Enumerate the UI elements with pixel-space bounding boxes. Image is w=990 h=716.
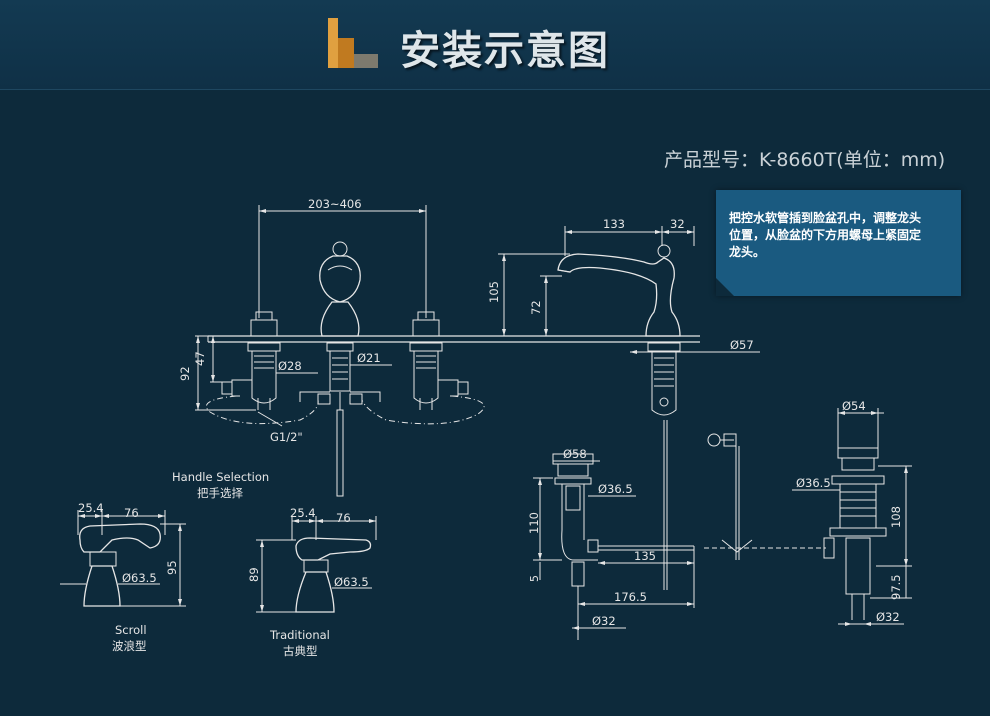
header-divider	[0, 89, 990, 90]
scroll-name-en: Scroll	[115, 623, 147, 637]
popup-dim-dia-32: Ø32	[876, 610, 900, 624]
model-label: 产品型号：K-8660T(单位：mm)	[664, 149, 946, 171]
dim-dia-28: Ø28	[278, 359, 302, 373]
scroll-dim-h: 95	[165, 560, 179, 575]
logo-icon	[328, 18, 378, 68]
note-line-2: 位置，从脸盆的下方用螺母上紧固定	[729, 228, 922, 242]
traditional-name-en: Traditional	[269, 628, 330, 642]
faucet-front-view: 203~406	[178, 197, 700, 497]
traditional-handle: 25.4 76 Ø63.5 89 Traditional 古典型	[247, 506, 377, 658]
right-hose	[361, 395, 485, 425]
handle-selection: Handle Selection 把手选择 25.4 76 Ø63.5	[60, 470, 377, 658]
drain-dim-5: 5	[528, 575, 541, 582]
dim-spout-base: 32	[670, 217, 685, 231]
dim-spout-72: 72	[529, 300, 543, 315]
header-banner	[0, 0, 990, 90]
drain-dim-1765: 176.5	[614, 590, 647, 604]
dim-left-47: 47	[193, 351, 207, 366]
popup-dim-108: 108	[889, 506, 903, 528]
dim-spout-reach: 133	[603, 217, 625, 231]
scroll-dim-dia: Ø63.5	[122, 571, 157, 585]
traditional-dim-dia: Ø63.5	[334, 575, 369, 589]
traditional-dim-w1: 25.4	[290, 506, 316, 520]
traditional-dim-h: 89	[247, 567, 261, 582]
popup-dim-dia-54: Ø54	[842, 399, 866, 413]
dim-spread: 203~406	[308, 197, 362, 211]
drain-dim-dia-32: Ø32	[592, 614, 616, 628]
scroll-dim-w1: 25.4	[78, 501, 104, 515]
dim-thread: G1/2"	[270, 430, 303, 444]
scroll-handle: 25.4 76 Ø63.5 95 Scroll 波浪型	[60, 501, 186, 653]
dim-dia-21: Ø21	[357, 351, 381, 365]
right-valve	[409, 311, 469, 410]
popup-dim-975: 97.5	[889, 574, 903, 600]
spout-side-view: 133 32 105 72 Ø57	[487, 217, 760, 590]
handle-selection-title-cn: 把手选择	[197, 486, 243, 500]
left-hose	[205, 395, 319, 425]
page-title: 安装示意图	[400, 27, 610, 74]
left-valve	[221, 311, 281, 410]
dim-left-92: 92	[178, 366, 192, 381]
popup-dim-dia-365: Ø36.5	[796, 476, 831, 490]
traditional-dim-w2: 76	[336, 511, 351, 525]
drain-dim-dia-58: Ø58	[563, 447, 587, 461]
drain-dim-110: 110	[527, 512, 541, 534]
drain-assembly: Ø58 Ø36.5 110 5 135 176.5 Ø32	[527, 447, 695, 640]
scroll-dim-w2: 76	[124, 506, 139, 520]
install-note-text: 把控水软管插到脸盆孔中，调整龙头 位置，从脸盆的下方用螺母上紧固定 龙头。	[729, 210, 957, 261]
center-spout-front	[299, 241, 381, 497]
scroll-name-cn: 波浪型	[112, 639, 147, 653]
dim-dia-57: Ø57	[730, 338, 754, 352]
drain-dim-135: 135	[634, 549, 656, 563]
popup-assembly: Ø54 Ø36.5 108 97.5 Ø32	[704, 399, 912, 626]
dim-height-105: 105	[487, 281, 501, 303]
note-line-1: 把控水软管插到脸盆孔中，调整龙头	[729, 211, 922, 225]
traditional-name-cn: 古典型	[283, 644, 318, 658]
handle-selection-title-en: Handle Selection	[172, 470, 269, 484]
install-note-box	[716, 190, 961, 296]
drain-dim-dia-365: Ø36.5	[598, 482, 633, 496]
note-line-3: 龙头。	[729, 245, 766, 259]
note-fold-corner	[716, 278, 734, 296]
